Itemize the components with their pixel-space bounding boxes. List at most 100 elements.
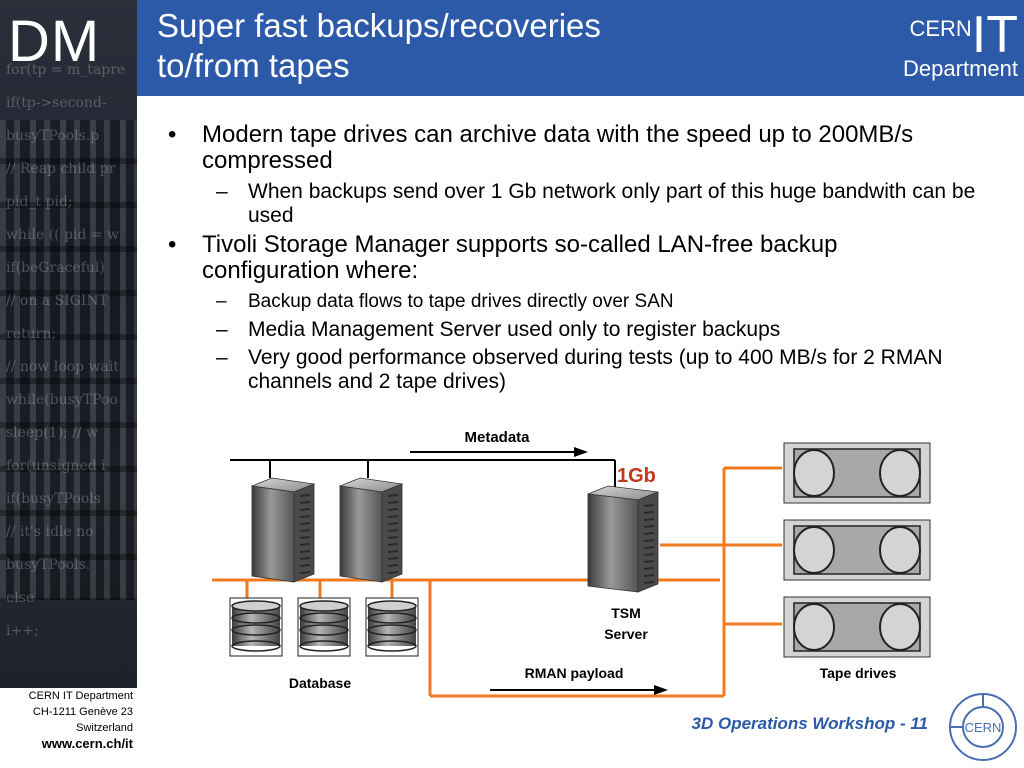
metadata-label: Metadata <box>464 429 530 446</box>
server-vent <box>387 557 399 560</box>
server-vent <box>387 571 399 574</box>
tape-drive-icon <box>783 442 931 504</box>
sub-bullet-item: Media Management Server used only to reg… <box>160 318 980 342</box>
server-vent <box>643 511 655 514</box>
server-vent <box>643 581 655 584</box>
title-line-1: Super fast backups/recoveries <box>157 7 601 44</box>
tape-drives-group <box>783 442 931 658</box>
tsm-server-icon <box>587 485 659 593</box>
code-line: // on a SIGINT <box>6 293 108 309</box>
server-vent <box>299 494 311 497</box>
server-vent <box>387 536 399 539</box>
code-line: if(busyTPools <box>6 491 101 507</box>
sub-bullet-item: When backups send over 1 Gb network only… <box>160 180 980 228</box>
server-vent <box>387 522 399 525</box>
cern-url-link[interactable]: www.cern.ch/it <box>41 736 133 751</box>
address-line: CH-1211 Genève 23 <box>32 706 133 718</box>
bandwidth-label: 1Gb <box>617 465 656 487</box>
server-vent <box>643 539 655 542</box>
server-slats <box>299 494 655 584</box>
server-vent <box>299 508 311 511</box>
address-line: CERN IT Department <box>28 690 133 702</box>
server-vent <box>643 567 655 570</box>
title-line-2: to/from tapes <box>157 47 350 84</box>
server-vent <box>299 515 311 518</box>
rman-payload-label: RMAN payload <box>525 665 624 681</box>
database-cylinder-icon <box>297 597 351 657</box>
address-line: Switzerland <box>76 722 133 734</box>
server-vent <box>299 529 311 532</box>
server-vent <box>643 525 655 528</box>
code-line: busyTPools. <box>6 557 91 573</box>
tsm-label-line-2: Server <box>604 626 648 642</box>
code-line: // it's idle no <box>6 524 94 540</box>
tape-drive-icon <box>783 596 931 658</box>
database-cylinder-icon <box>229 597 283 657</box>
dm-logo: DM <box>8 9 101 74</box>
server-vent <box>387 494 399 497</box>
rman-arrowhead <box>654 685 668 695</box>
slide-header: Super fast backups/recoveries to/from ta… <box>137 0 1024 96</box>
server-vent <box>299 557 311 560</box>
server-vent <box>387 529 399 532</box>
code-line: i++; <box>6 623 39 639</box>
code-line: for(unsigned i <box>6 458 106 474</box>
code-line: for(tp = m_tapre <box>6 62 126 78</box>
cern-logo-caption: CERN <box>965 720 1002 735</box>
server-vent <box>643 553 655 556</box>
server-vent <box>643 546 655 549</box>
server-vent <box>299 501 311 504</box>
server-vent <box>299 536 311 539</box>
it-logo-text: IT <box>971 6 1018 64</box>
tape-shelf-rows <box>0 120 137 600</box>
server-vent <box>387 550 399 553</box>
tape-drives-label: Tape drives <box>820 665 897 681</box>
database-group <box>229 597 419 657</box>
code-line: pid_t pid; <box>6 194 73 210</box>
server-vent <box>299 522 311 525</box>
cern-circle-logo-icon: CERN <box>949 693 1017 761</box>
code-line: while(busyTPoo <box>6 392 118 408</box>
sidebar-background: for(tp = m_tapre if(tp->second-busyTPools… <box>0 0 137 768</box>
server-vent <box>387 515 399 518</box>
server-vent <box>643 518 655 521</box>
server-vent <box>387 508 399 511</box>
server-vent <box>387 501 399 504</box>
database-label: Database <box>289 675 351 691</box>
server-vent <box>643 560 655 563</box>
sub-bullet-item: Backup data flows to tape drives directl… <box>160 290 980 314</box>
department-logo-text: Department <box>903 56 1018 81</box>
server-vent <box>387 543 399 546</box>
code-line: if(beGraceful) <box>6 260 105 276</box>
server-vent <box>299 571 311 574</box>
bullet-item: Tivoli Storage Manager supports so-calle… <box>160 232 980 284</box>
tape-shelf-stripes <box>0 120 137 600</box>
cern-it-logo: CERNIT Department <box>903 6 1018 82</box>
code-line: return; <box>6 326 57 342</box>
workshop-footer: 3D Operations Workshop - 11 <box>691 714 928 733</box>
server-vent <box>299 550 311 553</box>
code-line: // Reap child pr <box>6 161 116 177</box>
code-line: sleep(1); // w <box>6 425 99 441</box>
server-vent <box>299 543 311 546</box>
bullet-list: Modern tape drives can archive data with… <box>160 122 980 398</box>
cern-address: CERN IT Department CH-1211 Genève 23 Swi… <box>0 688 137 768</box>
slide-title: Super fast backups/recoveries to/from ta… <box>157 6 601 86</box>
code-line: while (( pid = w <box>6 227 120 243</box>
tsm-label-line-1: TSM <box>611 605 641 621</box>
server-vent <box>387 564 399 567</box>
code-line: // now loop wait <box>6 359 119 375</box>
server-vent <box>643 574 655 577</box>
server-vent <box>299 564 311 567</box>
database-cylinder-icon <box>365 597 419 657</box>
code-line: else <box>6 590 35 606</box>
code-line: if(tp->second- <box>6 95 107 111</box>
sub-bullet-item: Very good performance observed during te… <box>160 346 980 394</box>
server-vent <box>643 504 655 507</box>
server-vent <box>643 532 655 535</box>
tape-drive-icon <box>783 519 931 581</box>
code-line: busyTPools.p <box>6 128 100 144</box>
bullet-item: Modern tape drives can archive data with… <box>160 122 980 174</box>
metadata-arrowhead <box>574 447 588 457</box>
